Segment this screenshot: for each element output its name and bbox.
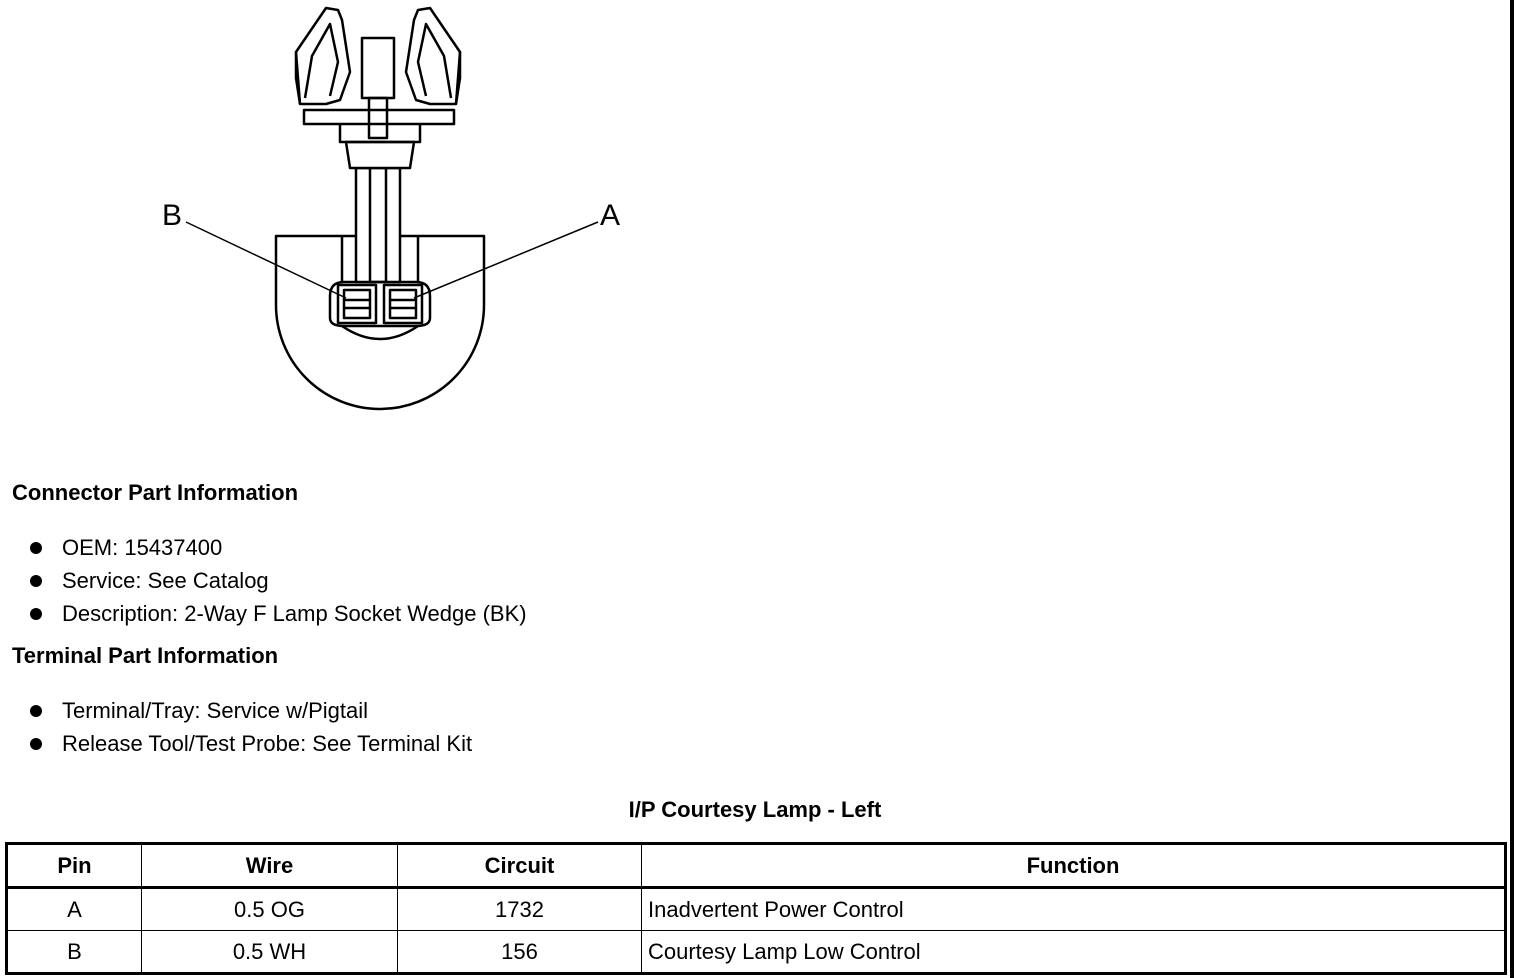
list-item-text: Terminal/Tray: Service w/Pigtail <box>62 698 369 723</box>
list-item: Terminal/Tray: Service w/Pigtail <box>30 694 472 727</box>
list-item: OEM: 15437400 <box>30 531 527 564</box>
table-header-row: Pin Wire Circuit Function <box>6 843 1506 888</box>
page-edge-rule <box>1510 0 1514 978</box>
cell-pin: B <box>6 930 142 974</box>
bullet-icon <box>30 608 42 620</box>
bullet-icon <box>30 738 42 750</box>
table-row: A 0.5 OG 1732 Inadvertent Power Control <box>6 887 1506 931</box>
bullet-icon <box>30 575 42 587</box>
connector-info-heading: Connector Part Information <box>12 480 299 505</box>
list-item: Service: See Catalog <box>30 564 527 597</box>
header-wire: Wire <box>141 843 398 888</box>
pin-label-a: A <box>600 199 620 232</box>
connector-diagram: B A <box>162 6 620 411</box>
callout-line-a <box>413 221 599 299</box>
cell-circuit: 1732 <box>397 887 642 931</box>
table-title: I/P Courtesy Lamp - Left <box>628 797 882 822</box>
cell-pin: A <box>6 887 142 931</box>
list-item-text: OEM: 15437400 <box>62 535 223 560</box>
terminal-info-heading: Terminal Part Information <box>12 643 279 668</box>
cell-function: Courtesy Lamp Low Control <box>641 930 1506 974</box>
table-row: B 0.5 WH 156 Courtesy Lamp Low Control <box>6 930 1506 974</box>
terminal-info-list: Terminal/Tray: Service w/Pigtail Release… <box>30 694 472 760</box>
bullet-icon <box>30 542 42 554</box>
list-item-text: Service: See Catalog <box>62 568 269 593</box>
list-item-text: Release Tool/Test Probe: See Terminal Ki… <box>62 731 473 756</box>
cell-circuit: 156 <box>397 930 642 974</box>
pinout-table: Pin Wire Circuit Function A 0.5 OG 1732 … <box>5 842 1507 975</box>
header-pin: Pin <box>6 843 142 888</box>
cell-wire: 0.5 OG <box>141 887 398 931</box>
header-circuit: Circuit <box>397 843 642 888</box>
list-item: Release Tool/Test Probe: See Terminal Ki… <box>30 727 472 760</box>
pin-label-b: B <box>162 199 182 232</box>
connector-info-list: OEM: 15437400 Service: See Catalog Descr… <box>30 531 527 630</box>
callout-line-b <box>185 221 347 299</box>
list-item: Description: 2-Way F Lamp Socket Wedge (… <box>30 597 527 630</box>
cell-function: Inadvertent Power Control <box>641 887 1506 931</box>
header-function: Function <box>641 843 1506 888</box>
left-clip <box>294 6 352 106</box>
right-clip <box>404 6 462 106</box>
bullet-icon <box>30 705 42 717</box>
list-item-text: Description: 2-Way F Lamp Socket Wedge (… <box>62 601 527 626</box>
cell-wire: 0.5 WH <box>141 930 398 974</box>
